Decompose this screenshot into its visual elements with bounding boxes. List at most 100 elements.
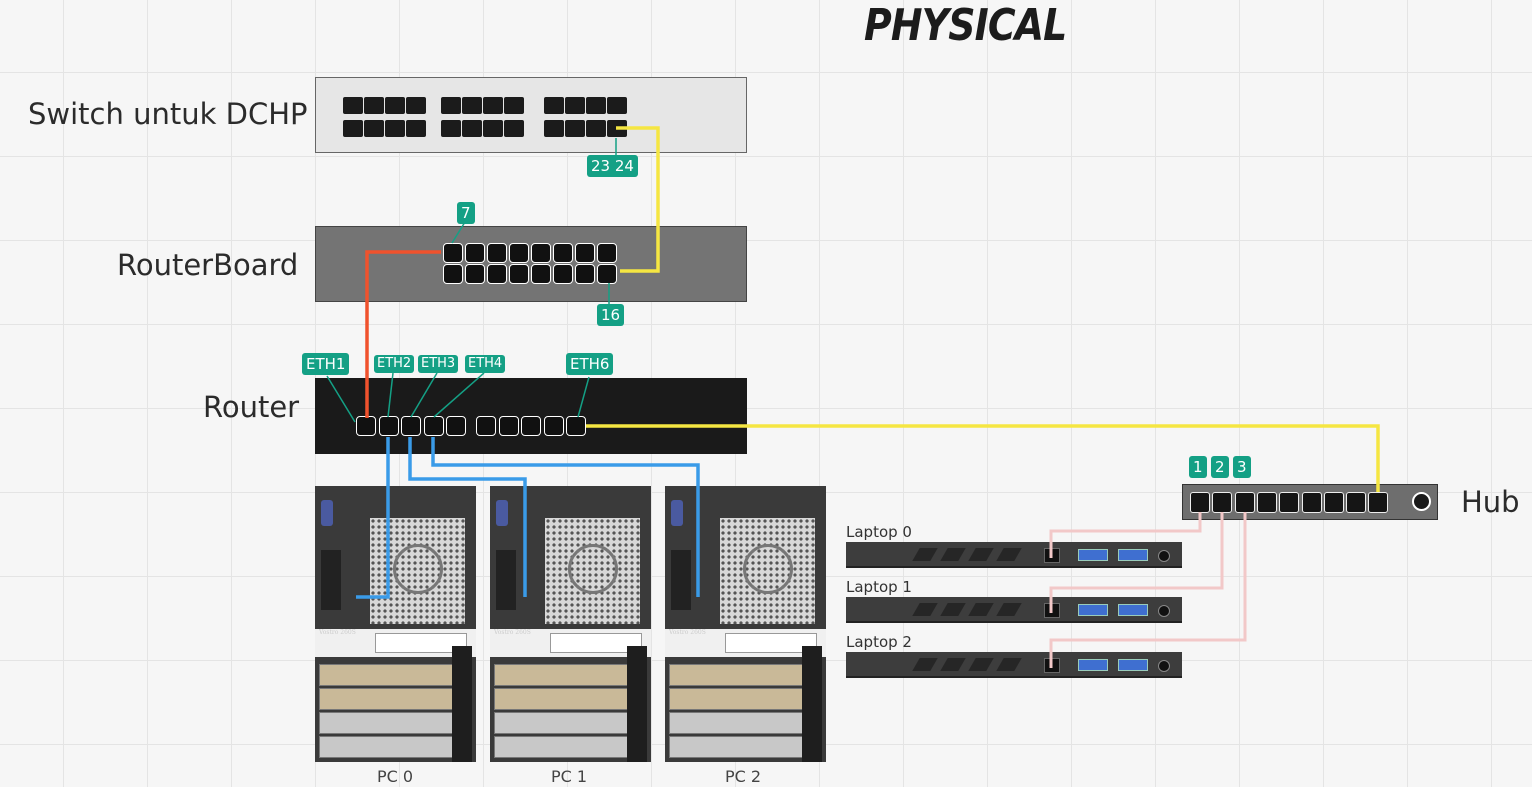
switch-port[interactable]	[607, 97, 627, 114]
leader-eth2	[387, 372, 394, 418]
pc-brand-text: Vostro 260S	[319, 629, 356, 636]
leader-eth3	[410, 372, 438, 418]
routerboard-port[interactable]	[597, 243, 617, 263]
leader-rb-7	[451, 221, 466, 244]
hub-label: Hub	[1461, 485, 1520, 519]
routerboard-port[interactable]	[553, 264, 573, 284]
pc-brand-text: Vostro 260S	[494, 629, 531, 636]
badge-eth1: ETH1	[302, 353, 350, 375]
router-port[interactable]	[566, 416, 586, 436]
router-port[interactable]	[446, 416, 466, 436]
badge-hub-2: 2	[1211, 456, 1229, 478]
routerboard-port[interactable]	[443, 264, 463, 284]
router-port[interactable]	[476, 416, 496, 436]
badge-eth2: ETH2	[374, 355, 415, 373]
leader-eth4	[433, 372, 485, 418]
switch-port[interactable]	[544, 97, 564, 114]
laptop-0-device[interactable]	[846, 542, 1182, 568]
badge-hub-3: 3	[1233, 456, 1251, 478]
switch-port[interactable]	[385, 97, 405, 114]
switch-port[interactable]	[441, 97, 461, 114]
cable-hub1-laptop0	[1049, 512, 1202, 558]
cable-hub2-laptop1	[1049, 512, 1224, 613]
laptop-2-label: Laptop 2	[846, 633, 912, 651]
hub-port[interactable]	[1256, 492, 1277, 513]
router-port[interactable]	[543, 416, 564, 436]
pc-2-label: PC 2	[725, 767, 762, 786]
hub-port[interactable]	[1368, 492, 1389, 513]
routerboard-port[interactable]	[443, 243, 463, 263]
badge-hub-1: 1	[1189, 456, 1207, 478]
pc-0-label: PC 0	[377, 767, 414, 786]
cable-rb-router	[365, 250, 441, 418]
badge-eth4: ETH4	[465, 355, 506, 373]
hub-port[interactable]	[1301, 492, 1322, 513]
router-port[interactable]	[423, 416, 444, 436]
hub-power-led	[1412, 492, 1431, 511]
routerboard-port[interactable]	[553, 243, 573, 263]
cable-eth3-pc1	[408, 437, 527, 597]
routerboard-port[interactable]	[597, 264, 617, 284]
switch-port[interactable]	[441, 120, 461, 137]
routerboard-port[interactable]	[531, 264, 551, 284]
switch-port[interactable]	[406, 97, 426, 114]
switch-port[interactable]	[462, 97, 482, 114]
pc-1-label: PC 1	[551, 767, 588, 786]
routerboard-port[interactable]	[487, 264, 507, 284]
switch-port[interactable]	[586, 120, 606, 137]
switch-port[interactable]	[504, 97, 524, 114]
hub-port[interactable]	[1346, 492, 1367, 513]
hub-device[interactable]	[1182, 484, 1438, 520]
switch-port[interactable]	[565, 120, 585, 137]
switch-port[interactable]	[364, 97, 384, 114]
switch-port[interactable]	[586, 97, 606, 114]
leader-eth1	[326, 375, 356, 423]
badge-switch-ports: 23 24	[587, 155, 638, 177]
routerboard-port[interactable]	[465, 264, 485, 284]
badge-rb-16: 16	[597, 304, 625, 326]
switch-device[interactable]	[315, 77, 747, 153]
leader-eth6	[577, 376, 590, 418]
routerboard-port[interactable]	[509, 243, 529, 263]
switch-port[interactable]	[565, 97, 585, 114]
laptop-0-label: Laptop 0	[846, 523, 912, 541]
router-label: Router	[203, 390, 300, 424]
switch-port[interactable]	[483, 97, 503, 114]
routerboard-port[interactable]	[531, 243, 551, 263]
pc-0-tower[interactable]: Vostro 260S	[315, 486, 476, 762]
hub-port[interactable]	[1323, 492, 1344, 513]
switch-port[interactable]	[406, 120, 426, 137]
badge-eth6: ETH6	[566, 353, 614, 375]
switch-port[interactable]	[462, 120, 482, 137]
hub-port[interactable]	[1279, 492, 1300, 513]
router-port[interactable]	[521, 416, 541, 436]
routerboard-port[interactable]	[575, 264, 595, 284]
laptop-2-device[interactable]	[846, 652, 1182, 678]
cable-hub3-laptop2	[1049, 512, 1247, 668]
routerboard-port[interactable]	[487, 243, 507, 263]
pc-brand-text: Vostro 260S	[669, 629, 706, 636]
routerboard-port[interactable]	[509, 264, 529, 284]
switch-port[interactable]	[385, 120, 405, 137]
switch-port[interactable]	[364, 120, 384, 137]
laptop-1-label: Laptop 1	[846, 578, 912, 596]
pc-2-tower[interactable]: Vostro 260S	[665, 486, 826, 762]
switch-port[interactable]	[504, 120, 524, 137]
routerboard-device[interactable]	[315, 226, 747, 302]
switch-label: Switch untuk DCHP	[28, 97, 308, 131]
switch-port[interactable]	[483, 120, 503, 137]
pc-1-tower[interactable]: Vostro 260S	[490, 486, 651, 762]
badge-rb-7: 7	[457, 202, 475, 224]
switch-port[interactable]	[343, 120, 363, 137]
cable-router-hub	[586, 424, 1380, 492]
cable-eth2-pc0	[356, 437, 390, 599]
switch-port[interactable]	[343, 97, 363, 114]
routerboard-port[interactable]	[575, 243, 595, 263]
router-port[interactable]	[498, 416, 519, 436]
badge-eth3: ETH3	[418, 355, 459, 373]
cable-eth4-pc2	[431, 437, 700, 597]
routerboard-port[interactable]	[465, 243, 485, 263]
switch-port[interactable]	[544, 120, 564, 137]
page-title: PHYSICAL	[864, 0, 1067, 51]
